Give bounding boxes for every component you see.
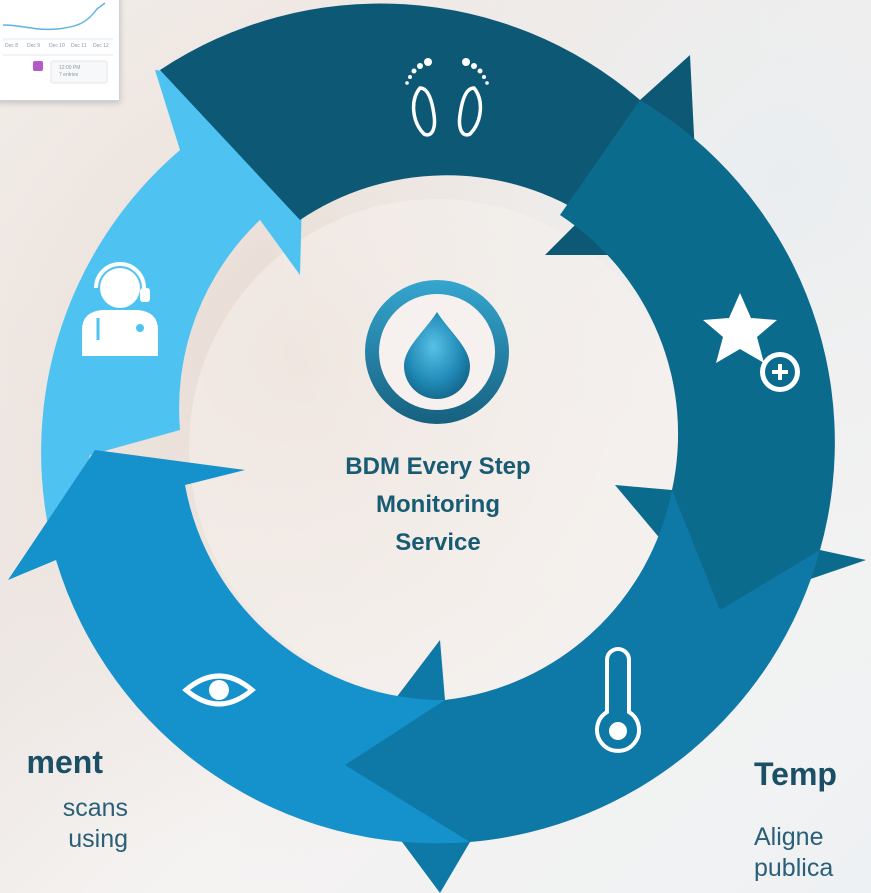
left-panel-body: scans using <box>63 793 128 855</box>
thumbnail-axis-label: Dec 10 <box>49 43 65 49</box>
thumbnail-axis-label: Dec 12 <box>93 43 109 49</box>
segment-footprints <box>160 3 700 256</box>
thumbnail-axis-label: Dec 8 <box>5 43 19 49</box>
thermometer-icon <box>595 647 641 753</box>
right-panel-body: Aligne publica <box>754 822 833 884</box>
drop-logo <box>365 280 509 424</box>
right-panel-title: Temp <box>754 756 837 792</box>
left-body-line-2: using <box>68 825 128 853</box>
segment-clinician <box>41 70 306 560</box>
app-thumbnail: Dec 8 Dec 9 Dec 10 Dec 11 Dec 12 12:00 P… <box>0 0 120 101</box>
thumbnail-axis-label: Dec 11 <box>71 43 87 49</box>
right-body-line-2: publica <box>754 854 834 882</box>
left-panel-title: ment <box>26 744 103 780</box>
thumbnail-chart <box>2 2 113 84</box>
right-body-line-1: Aligne <box>754 823 824 851</box>
footprints-icon <box>405 58 489 137</box>
clinician-icon <box>82 262 158 356</box>
segment-temperature <box>345 490 820 893</box>
segment-eye <box>8 450 470 844</box>
center-title: BDM Every Step Monitoring Service <box>290 448 586 562</box>
center-disc <box>189 199 685 695</box>
segment-star-plus <box>560 100 866 610</box>
thumbnail-footer-count: 7 entries <box>59 72 79 78</box>
thumbnail-footer-time: 12:00 PM <box>59 65 81 71</box>
center-line-1: BDM Every Step <box>345 453 531 480</box>
left-body-line-1: scans <box>62 794 128 822</box>
star-plus-icon <box>703 293 800 392</box>
eye-icon <box>182 673 256 707</box>
center-line-2: Monitoring <box>376 491 500 518</box>
center-line-3: Service <box>395 529 481 556</box>
thumbnail-axis-label: Dec 9 <box>27 43 41 49</box>
